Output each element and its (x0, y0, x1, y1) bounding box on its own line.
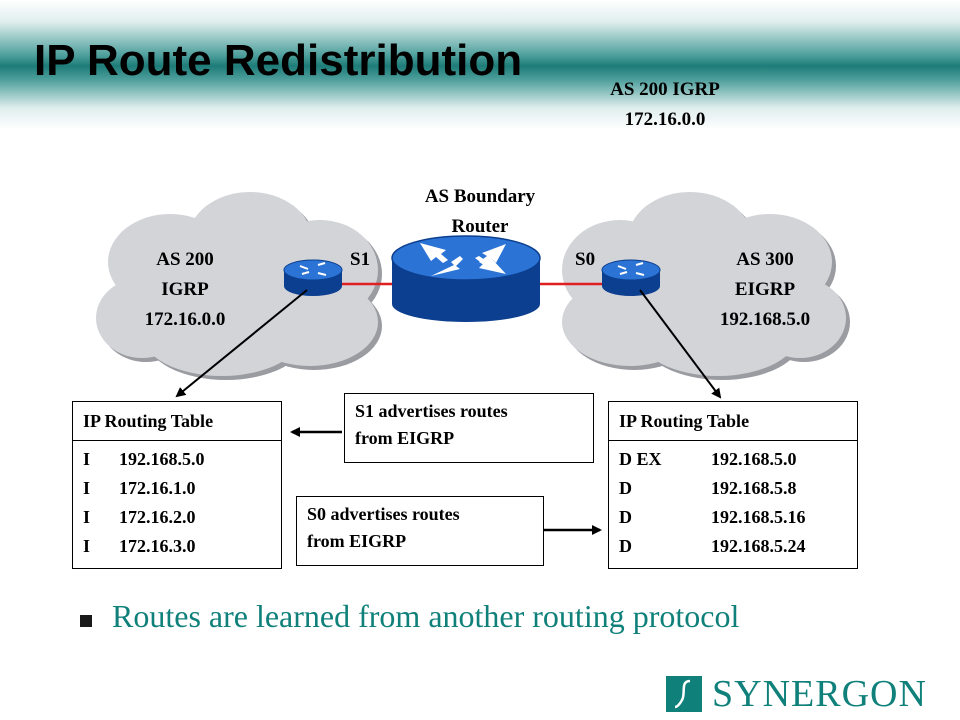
route-code: D (619, 536, 632, 556)
boundary-router (391, 235, 541, 322)
route-network: 172.16.3.0 (119, 536, 196, 556)
right-cloud-as: AS 300 (736, 249, 794, 270)
table-row: D 192.168.5.8 (609, 474, 857, 503)
note-s1-line1: S1 advertises routes (355, 401, 508, 421)
synergon-logo-text: SYNERGON (712, 673, 927, 715)
title-banner (0, 0, 960, 130)
note-s0-line2: from EIGRP (307, 531, 407, 551)
right-table-header: IP Routing Table (609, 402, 857, 441)
right-cloud-label: AS 300 EIGRP 192.168.5.0 (690, 245, 840, 335)
route-network: 192.168.5.24 (711, 536, 806, 556)
interface-s1-label: S1 (350, 249, 371, 270)
route-code: D (619, 507, 632, 527)
table-row: I 192.168.5.0 (73, 445, 281, 474)
route-network: 172.16.2.0 (119, 507, 196, 527)
route-code: I (83, 478, 91, 498)
route-code: I (83, 536, 91, 556)
left-cloud-protocol: IGRP (161, 279, 209, 300)
cloud-as300 (562, 192, 850, 380)
route-code: D (619, 478, 632, 498)
table-row: I 172.16.2.0 (73, 503, 281, 532)
route-code: I (83, 449, 91, 469)
route-code: D EX (619, 449, 662, 469)
bullet-text: Routes are learned from another routing … (112, 598, 740, 634)
table-row: D 192.168.5.24 (609, 532, 857, 561)
right-cloud-protocol: EIGRP (734, 279, 796, 300)
table-row: I 172.16.3.0 (73, 532, 281, 561)
boundary-router-label: AS Boundary Router (380, 182, 580, 242)
interface-s0-label: S0 (575, 249, 596, 270)
route-code: I (83, 507, 91, 527)
route-network: 172.16.1.0 (119, 478, 196, 498)
table-row: D EX 192.168.5.0 (609, 445, 857, 474)
top-as-name: AS 200 IGRP (610, 79, 720, 100)
route-network: 192.168.5.0 (711, 449, 797, 469)
bullet-square-icon (80, 615, 92, 627)
top-as-label: AS 200 IGRP 172.16.0.0 (560, 75, 770, 135)
note-s0-advertises: S0 advertises routes from EIGRP (296, 496, 544, 566)
left-cloud-label: AS 200 IGRP 172.16.0.0 (110, 245, 260, 335)
boundary-router-label-line1: AS Boundary (424, 186, 536, 207)
route-network: 192.168.5.0 (119, 449, 205, 469)
table-row: I 172.16.1.0 (73, 474, 281, 503)
note-s0-line1: S0 advertises routes (307, 504, 460, 524)
left-table-header: IP Routing Table (73, 402, 281, 441)
arrow-to-left-table (175, 289, 308, 398)
right-routing-table: IP Routing Table D EX 192.168.5.0 D 192.16… (608, 401, 858, 569)
note-s1-line2: from EIGRP (355, 428, 455, 448)
route-network: 192.168.5.8 (711, 478, 797, 498)
note-s1-advertises: S1 advertises routes from EIGRP (344, 393, 594, 463)
table-row: D 192.168.5.16 (609, 503, 857, 532)
left-cloud-as: AS 200 (156, 249, 214, 270)
left-cloud-network: 172.16.0.0 (144, 309, 226, 330)
arrow-to-right-table (639, 289, 722, 399)
boundary-router-label-line2: Router (451, 216, 509, 237)
router-as300 (601, 259, 661, 296)
cloud-as200 (96, 192, 382, 380)
right-cloud-network: 192.168.5.0 (719, 309, 811, 330)
top-as-network: 172.16.0.0 (624, 109, 706, 130)
router-as200 (283, 259, 343, 296)
left-routing-table: IP Routing Table I 192.168.5.0 I 172.16.1.… (72, 401, 282, 569)
page-title: IP Route Redistribution (34, 36, 523, 85)
synergon-logo-icon (666, 676, 702, 712)
route-network: 192.168.5.16 (711, 507, 806, 527)
